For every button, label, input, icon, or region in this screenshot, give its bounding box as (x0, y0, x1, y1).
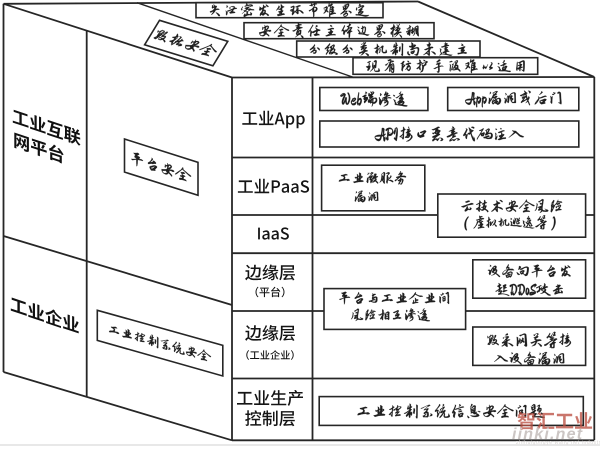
svg-text:iinki.net: iinki.net (512, 426, 583, 443)
svg-text:zhihuigongye wang net industry: zhihuigongye wang net industry (516, 440, 600, 446)
